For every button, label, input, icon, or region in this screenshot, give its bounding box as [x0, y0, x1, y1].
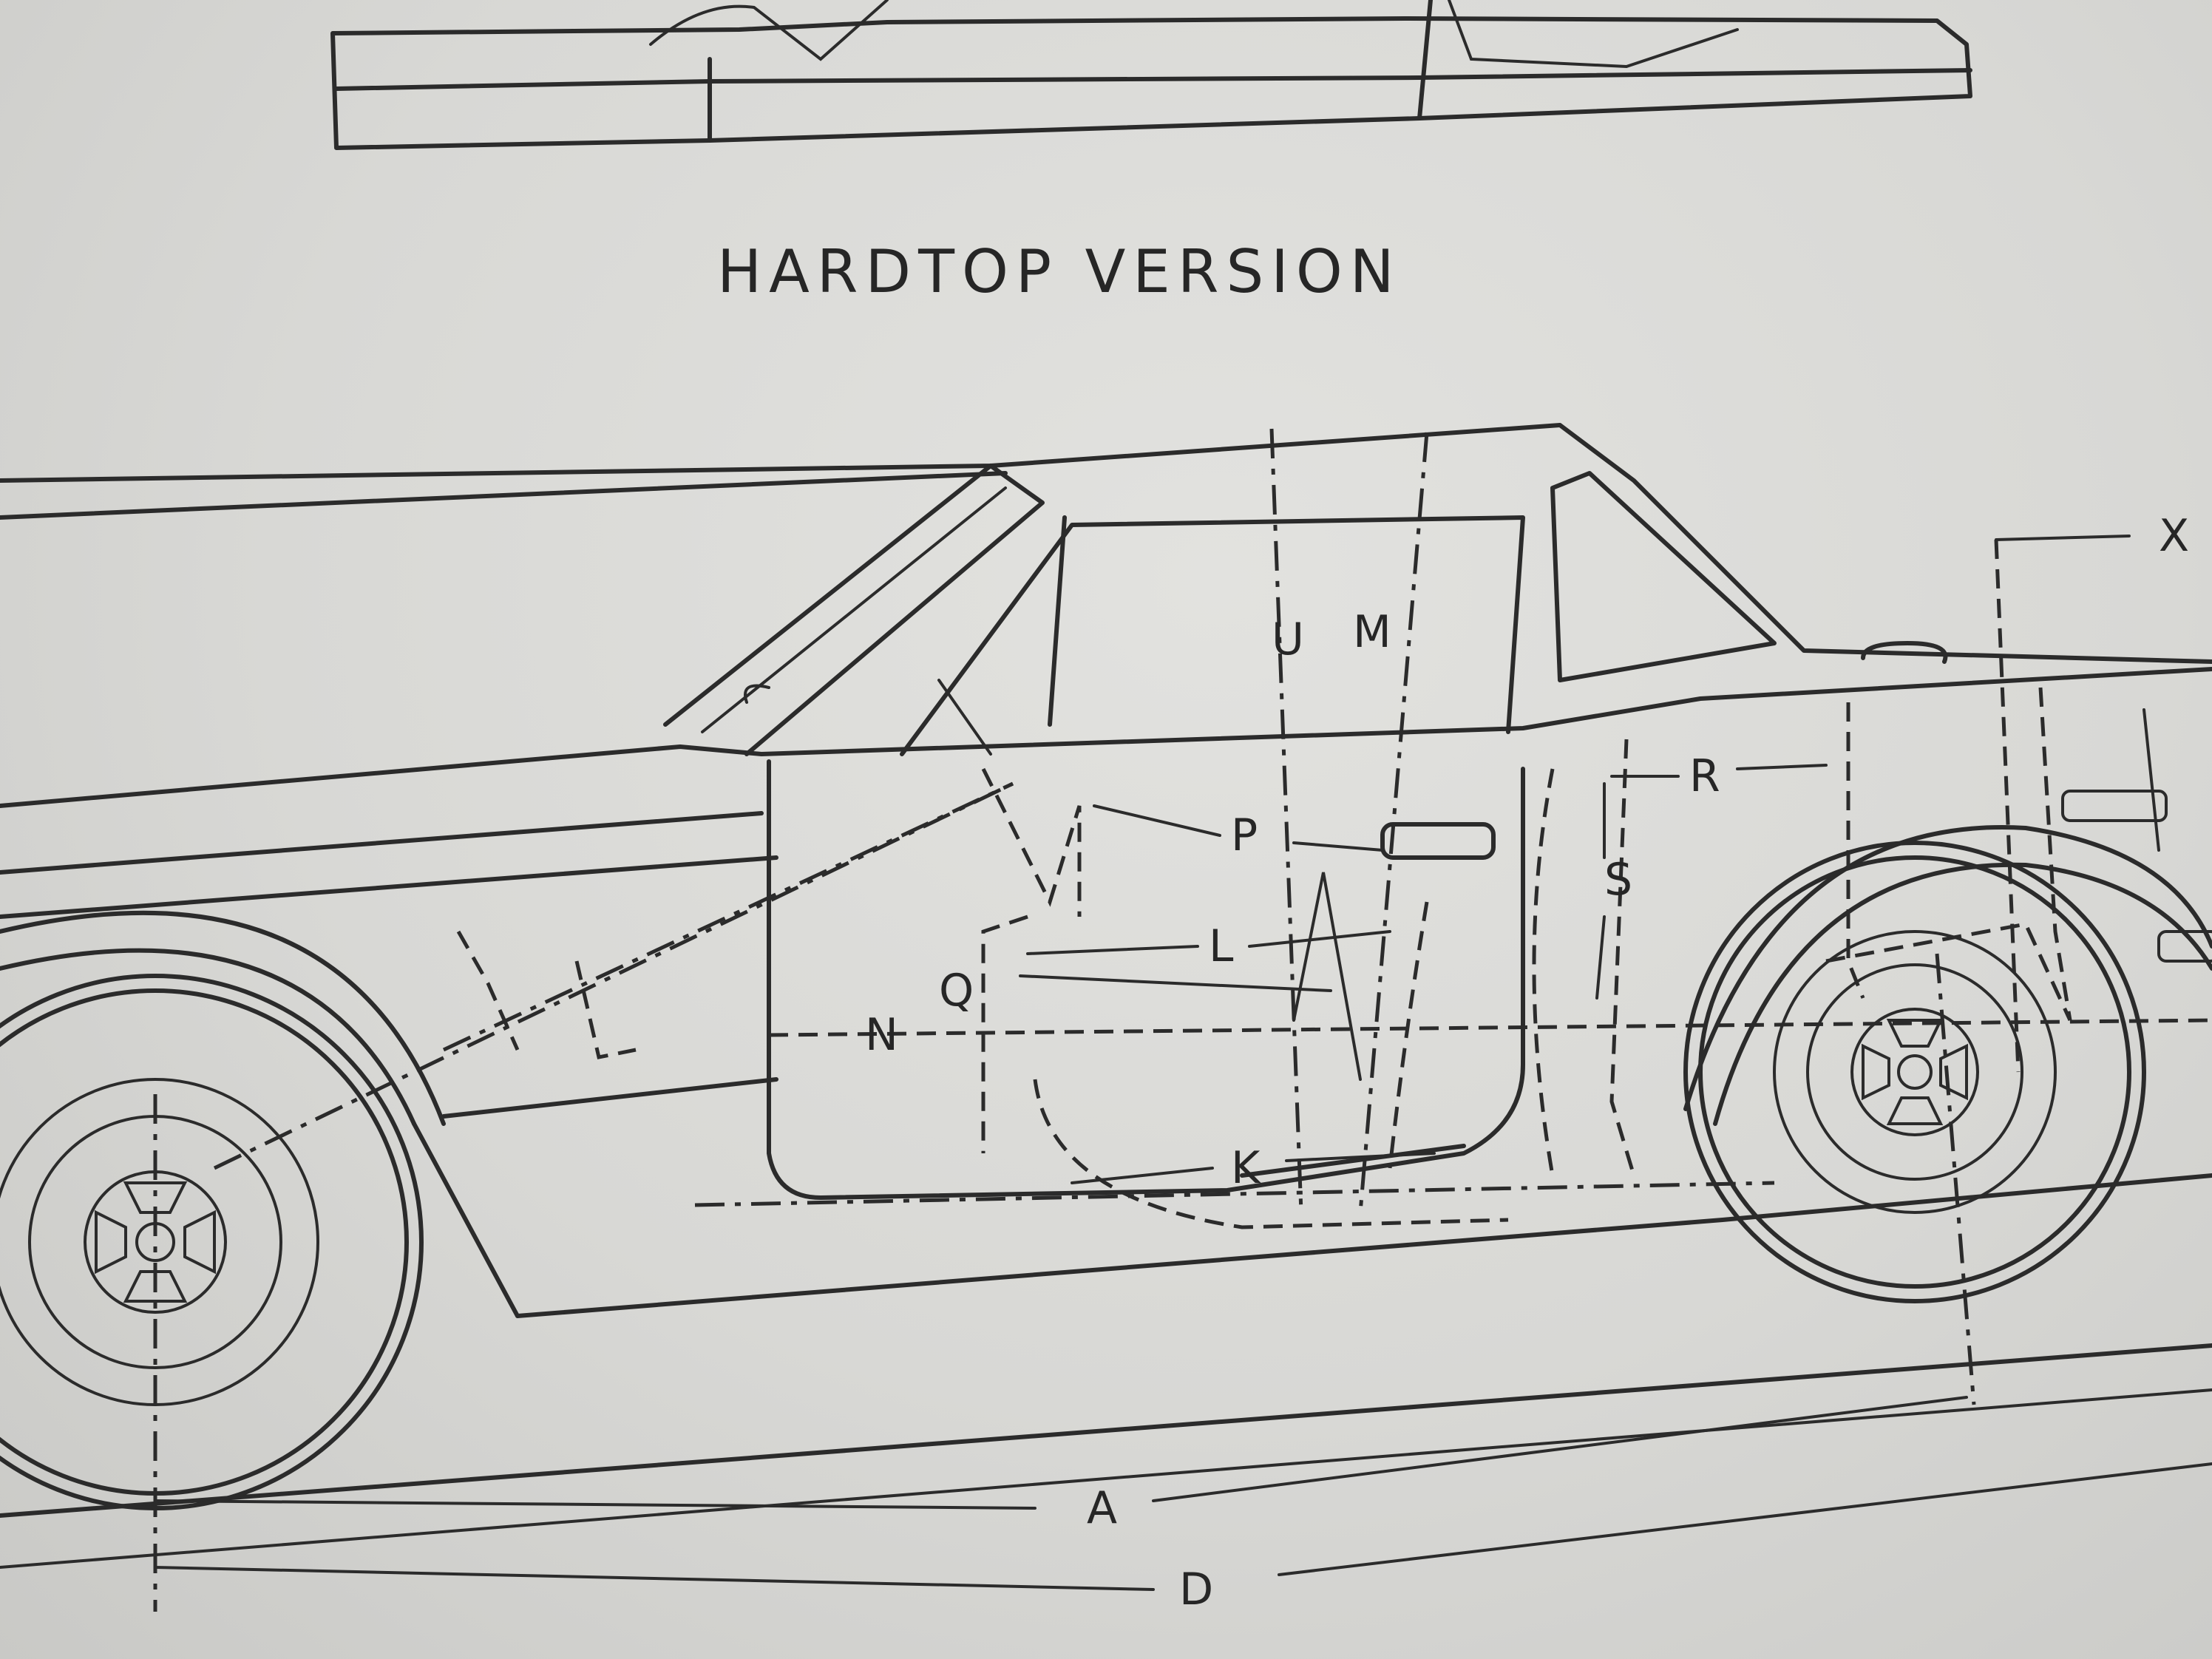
label-u: U: [1272, 614, 1304, 665]
label-q: Q: [939, 965, 974, 1017]
title-hardtop-version: HARDTOP VERSION: [717, 237, 1402, 306]
top-car-partial-view: [330, 0, 1972, 150]
label-k: K: [1231, 1142, 1261, 1194]
label-p: P: [1231, 810, 1258, 861]
front-wheel: [0, 974, 424, 1510]
dimension-lines: [153, 428, 2212, 1612]
label-r: R: [1689, 750, 1720, 802]
label-l: L: [1209, 920, 1234, 972]
label-m: M: [1353, 606, 1391, 658]
label-n: N: [865, 1009, 898, 1061]
window-glass-outlines: [663, 464, 1777, 756]
rear-wheel: [1683, 841, 2146, 1303]
seat-outlines: [456, 687, 2072, 1229]
car-body-outline: [0, 423, 2212, 1569]
label-s: S: [1604, 854, 1632, 906]
dimension-letter-labels: U M P L Q N K R S X A D: [865, 510, 2189, 1615]
door-outline: [767, 759, 1525, 1200]
label-a: A: [1087, 1482, 1117, 1534]
label-x: X: [2159, 510, 2189, 562]
label-d: D: [1179, 1564, 1213, 1615]
